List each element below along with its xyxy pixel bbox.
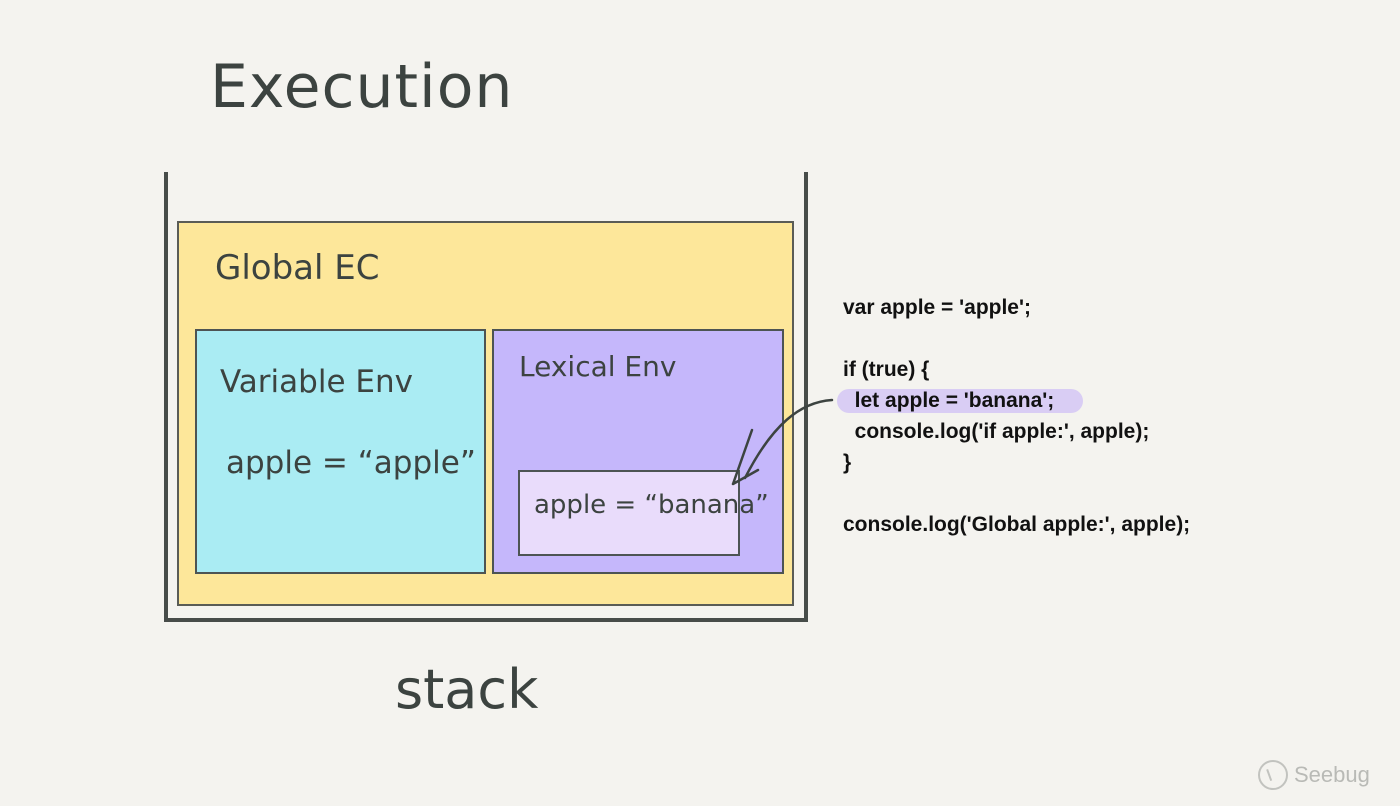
watermark-text: Seebug: [1294, 762, 1370, 787]
block-env-box: [518, 470, 740, 556]
code-line: if (true) {: [843, 358, 930, 381]
code-line: [843, 323, 1190, 354]
stack-container: [164, 172, 808, 622]
lexical-env-label: Lexical Env: [519, 350, 677, 383]
seebug-icon: [1258, 760, 1288, 790]
stack-label: stack: [395, 658, 539, 721]
block-env-value: apple = “banana”: [534, 490, 769, 520]
code-line: console.log('Global apple:', apple);: [843, 513, 1191, 536]
global-ec-label: Global EC: [215, 248, 380, 288]
code-line: [843, 478, 1190, 509]
diagram-title: Execution: [210, 52, 514, 122]
code-line: console.log('if apple:', apple);: [843, 420, 1150, 443]
code-line: let apple = 'banana';: [836, 385, 1190, 416]
code-line: var apple = 'apple';: [843, 296, 1031, 319]
code-line: }: [843, 451, 852, 474]
code-block: var apple = 'apple'; if (true) { let appl…: [836, 292, 1191, 540]
variable-env-label: Variable Env: [220, 364, 413, 400]
variable-env-value: apple = “apple”: [226, 445, 476, 481]
watermark: Seebug: [1258, 760, 1370, 790]
variable-env-box: [195, 329, 486, 574]
